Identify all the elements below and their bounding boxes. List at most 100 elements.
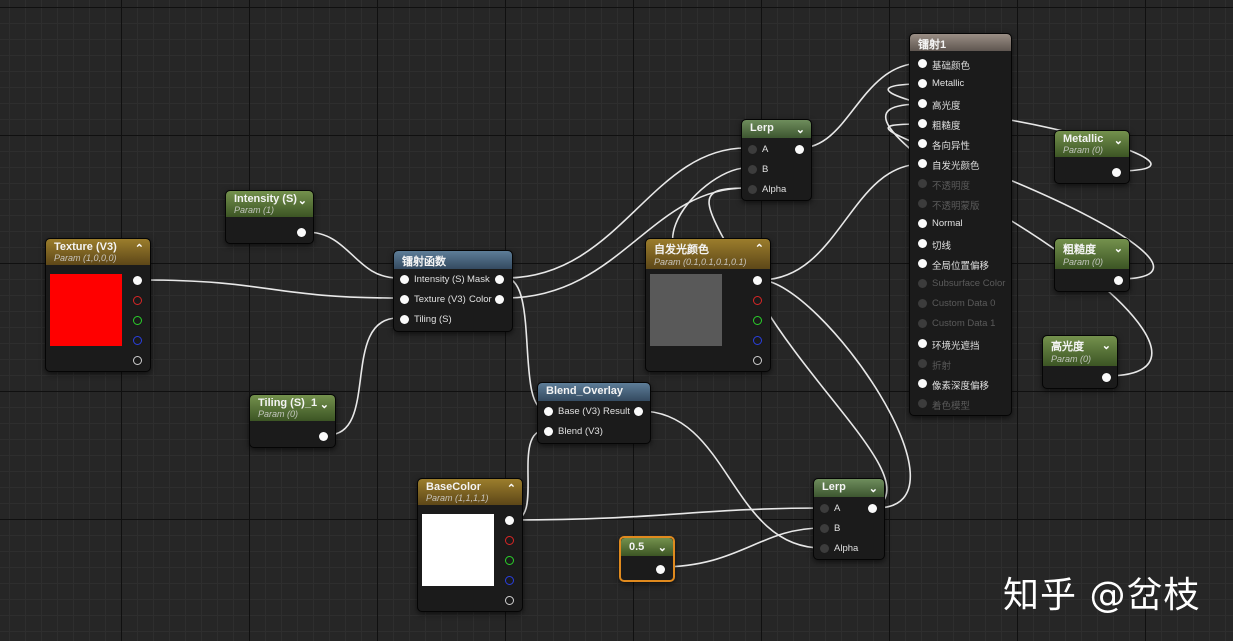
lerp-node-top[interactable]: Lerp ⌄ A B Alpha: [741, 119, 812, 201]
output-pin[interactable]: [1102, 373, 1111, 382]
blend-overlay-node[interactable]: Blend_Overlay Base (V3) Blend (V3) Resul…: [537, 382, 651, 444]
output-pin-g[interactable]: [133, 316, 142, 325]
node-header[interactable]: 镭射函数: [394, 251, 512, 269]
material-input-pin[interactable]: [918, 179, 927, 188]
output-pin-b[interactable]: [753, 336, 762, 345]
material-input-pin[interactable]: [918, 99, 927, 108]
material-input-pin[interactable]: [918, 279, 927, 288]
output-pin-a[interactable]: [505, 596, 514, 605]
output-pin-rgb[interactable]: [133, 276, 142, 285]
input-pin-a[interactable]: [820, 504, 829, 513]
collapse-icon[interactable]: ⌃: [754, 243, 764, 255]
material-input-pin[interactable]: [918, 159, 927, 168]
material-input-pin[interactable]: [918, 199, 927, 208]
wire-intensity-to-func: [305, 231, 399, 279]
wire-basecolor-to-lerp2-a: [512, 507, 823, 521]
material-input-pin[interactable]: [918, 319, 927, 328]
material-input-pin[interactable]: [918, 139, 927, 148]
output-pin-r[interactable]: [133, 296, 142, 305]
output-pin-b[interactable]: [505, 576, 514, 585]
emissive-color-param-node[interactable]: 自发光颜色 Param (0.1,0.1,0.1,0.1) ⌃: [645, 238, 771, 372]
output-pin-g[interactable]: [505, 556, 514, 565]
output-pin-r[interactable]: [505, 536, 514, 545]
chevron-down-icon[interactable]: ⌄: [868, 483, 878, 495]
output-pin-rgb[interactable]: [753, 276, 762, 285]
chevron-down-icon[interactable]: ⌄: [319, 399, 329, 411]
input-pin-base[interactable]: [544, 407, 553, 416]
texture-param-node[interactable]: Texture (V3) Param (1,0,0,0) ⌃: [45, 238, 151, 372]
specular-param-node[interactable]: 高光度 Param (0) ⌄: [1042, 335, 1118, 389]
material-input-pin[interactable]: [918, 119, 927, 128]
material-input-pin[interactable]: [918, 219, 927, 228]
node-header[interactable]: Intensity (S) Param (1) ⌄: [226, 191, 313, 217]
input-pin-tiling[interactable]: [400, 315, 409, 324]
output-pin[interactable]: [795, 145, 804, 154]
node-header[interactable]: 高光度 Param (0) ⌄: [1043, 336, 1117, 366]
node-subtitle: Param (1,0,0,0): [54, 253, 117, 263]
output-pin-a[interactable]: [133, 356, 142, 365]
material-input-pin[interactable]: [918, 59, 927, 68]
material-input-pin[interactable]: [918, 259, 927, 268]
output-pin-rgb[interactable]: [505, 516, 514, 525]
metallic-param-node[interactable]: Metallic Param (0) ⌄: [1054, 130, 1130, 184]
output-pin-b[interactable]: [133, 336, 142, 345]
node-header[interactable]: Blend_Overlay: [538, 383, 650, 401]
output-pin[interactable]: [1114, 276, 1123, 285]
output-pin-mask[interactable]: [495, 275, 504, 284]
output-pin-color[interactable]: [495, 295, 504, 304]
collapse-icon[interactable]: ⌃: [506, 483, 516, 495]
output-pin[interactable]: [868, 504, 877, 513]
chevron-down-icon[interactable]: ⌄: [1113, 243, 1123, 255]
node-header[interactable]: 粗糙度 Param (0) ⌄: [1055, 239, 1129, 269]
node-header[interactable]: 镭射1: [910, 34, 1011, 51]
material-input-pin[interactable]: [918, 359, 927, 368]
material-input-pin[interactable]: [918, 339, 927, 348]
material-input-pin[interactable]: [918, 399, 927, 408]
material-input-pin[interactable]: [918, 239, 927, 248]
output-pin[interactable]: [297, 228, 306, 237]
material-input-pin[interactable]: [918, 379, 927, 388]
node-header[interactable]: 0.5 ⌄: [621, 538, 673, 556]
input-pin-alpha[interactable]: [820, 544, 829, 553]
input-pin-b[interactable]: [820, 524, 829, 533]
input-pin-b[interactable]: [748, 165, 757, 174]
input-pin-alpha[interactable]: [748, 185, 757, 194]
constant-node[interactable]: 0.5 ⌄: [619, 536, 675, 582]
material-input-pin[interactable]: [918, 79, 927, 88]
node-header[interactable]: Texture (V3) Param (1,0,0,0) ⌃: [46, 239, 150, 265]
output-pin[interactable]: [1112, 168, 1121, 177]
chevron-down-icon[interactable]: ⌄: [297, 195, 307, 207]
output-pin-g[interactable]: [753, 316, 762, 325]
output-pin[interactable]: [319, 432, 328, 441]
roughness-param-node[interactable]: 粗糙度 Param (0) ⌄: [1054, 238, 1130, 292]
input-pin-a[interactable]: [748, 145, 757, 154]
output-pin-r[interactable]: [753, 296, 762, 305]
node-header[interactable]: Metallic Param (0) ⌄: [1055, 131, 1129, 157]
node-header[interactable]: Tiling (S)_1 Param (0) ⌄: [250, 395, 335, 421]
material-input-label: 切线: [932, 241, 952, 252]
output-pin[interactable]: [656, 565, 665, 574]
laser-function-node[interactable]: 镭射函数 Intensity (S) Texture (V3) Tiling (…: [393, 250, 513, 332]
input-pin-blend[interactable]: [544, 427, 553, 436]
lerp-node-bottom[interactable]: Lerp ⌄ A B Alpha: [813, 478, 885, 560]
node-header[interactable]: Lerp ⌄: [814, 479, 884, 497]
input-pin-intensity[interactable]: [400, 275, 409, 284]
node-header[interactable]: 自发光颜色 Param (0.1,0.1,0.1,0.1) ⌃: [646, 239, 770, 269]
output-pin-a[interactable]: [753, 356, 762, 365]
node-header[interactable]: Lerp ⌄: [742, 120, 811, 138]
basecolor-param-node[interactable]: BaseColor Param (1,1,1,1) ⌃: [417, 478, 523, 612]
chevron-down-icon[interactable]: ⌄: [795, 124, 805, 136]
chevron-down-icon[interactable]: ⌄: [1113, 135, 1123, 147]
collapse-icon[interactable]: ⌃: [134, 243, 144, 255]
node-header[interactable]: BaseColor Param (1,1,1,1) ⌃: [418, 479, 522, 505]
node-title: 镭射1: [918, 39, 947, 51]
material-input-label: 各向异性: [932, 141, 971, 152]
chevron-down-icon[interactable]: ⌄: [657, 542, 667, 554]
intensity-param-node[interactable]: Intensity (S) Param (1) ⌄: [225, 190, 314, 244]
input-pin-texture[interactable]: [400, 295, 409, 304]
material-input-pin[interactable]: [918, 299, 927, 308]
chevron-down-icon[interactable]: ⌄: [1101, 340, 1111, 352]
tiling-param-node[interactable]: Tiling (S)_1 Param (0) ⌄: [249, 394, 336, 448]
output-pin-result[interactable]: [634, 407, 643, 416]
